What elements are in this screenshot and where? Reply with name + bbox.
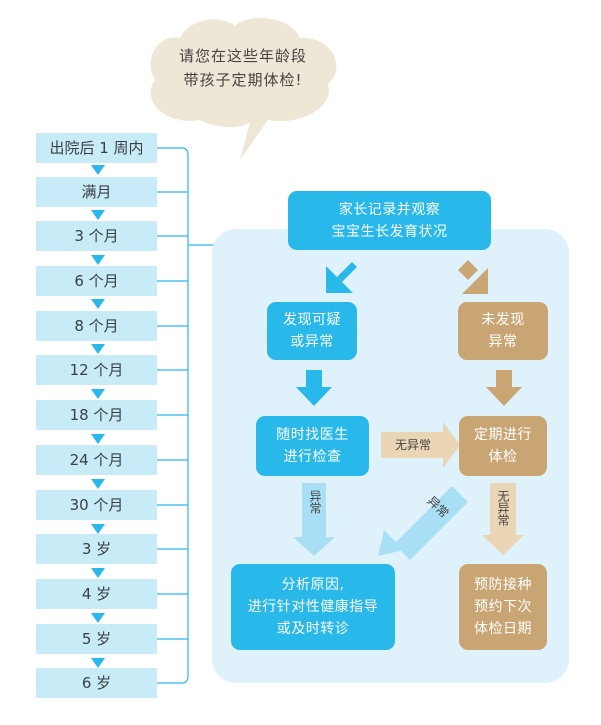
suspect-line-2: 或异常	[290, 334, 334, 350]
age-box-18m: 18 个月	[36, 400, 157, 430]
arrow-suspect-to-doctor	[296, 370, 332, 406]
age-box-6y: 6 岁	[36, 668, 157, 698]
timeline-arrows	[91, 165, 105, 668]
observe-line-2: 宝宝生长发育状况	[331, 223, 448, 240]
arrow-regular-to-analyze	[378, 486, 468, 560]
label-abnormal-vertical: 异常	[306, 490, 322, 519]
speech-bubble-text: 请您在这些年龄段 带孩子定期体检!	[168, 44, 318, 92]
vaccinate-line-3: 体检日期	[474, 621, 532, 637]
label-no-abnormal-vertical: 无异常	[494, 490, 512, 530]
age-box-24m: 24 个月	[36, 445, 157, 475]
age-box-6m: 6 个月	[36, 266, 157, 296]
timeline-arrow	[91, 389, 105, 399]
not-found-line-1: 未发现	[481, 312, 525, 328]
observe-line-1: 家长记录并观察	[338, 201, 441, 218]
arrow-notfound-to-regular	[486, 370, 522, 406]
analyze-line-2: 进行针对性健康指导	[247, 599, 379, 615]
analyze-line-3: 或及时转诊	[276, 621, 350, 637]
age-box-8m: 8 个月	[36, 311, 157, 341]
label-abnormal-vertical-text: 异常	[308, 490, 322, 514]
timeline-arrow	[91, 568, 105, 578]
observe-growth-box: 家长记录并观察 宝宝生长发育状况	[288, 191, 491, 250]
see-doctor-line-2: 进行检查	[283, 449, 342, 465]
arrow-doctor-to-regular	[381, 422, 460, 468]
bubble-line-2: 带孩子定期体检!	[183, 71, 303, 89]
see-doctor-box: 随时找医生 进行检查	[256, 416, 369, 476]
age-box-3m: 3 个月	[36, 221, 157, 251]
age-box-30m: 30 个月	[36, 490, 157, 520]
age-box-1w: 出院后 1 周内	[36, 133, 157, 163]
bracket-lines	[157, 147, 215, 684]
vaccinate-line-2: 预约下次	[474, 599, 532, 615]
age-box-12m: 12 个月	[36, 355, 157, 385]
not-found-box: 未发现 异常	[458, 302, 548, 360]
timeline-arrow	[91, 210, 105, 220]
label-no-abnormal-horizontal: 无异常	[394, 438, 431, 452]
suspect-abnormal-box: 发现可疑 或异常	[267, 302, 357, 360]
timeline-arrow	[91, 613, 105, 623]
timeline-arrow	[91, 479, 105, 489]
age-box-1m: 满月	[36, 177, 157, 207]
timeline-arrow	[91, 434, 105, 444]
speech-bubble	[150, 17, 337, 161]
timeline-arrow	[91, 255, 105, 265]
arrow-regular-to-vaccinate	[482, 483, 524, 555]
timeline-arrow	[91, 165, 105, 175]
suspect-line-1: 发现可疑	[283, 312, 341, 328]
not-found-line-2: 异常	[488, 334, 518, 350]
analyze-line-1: 分析原因,	[281, 577, 345, 593]
timeline-arrow	[91, 524, 105, 534]
timeline-arrow	[91, 299, 105, 309]
vaccinate-line-1: 预防接种	[474, 577, 532, 593]
arrow-to-suspect	[326, 262, 357, 293]
age-box-5y: 5 岁	[36, 624, 157, 654]
age-box-3y: 3 岁	[36, 534, 157, 564]
timeline-arrow	[91, 658, 105, 668]
timeline-arrow	[91, 344, 105, 354]
arrow-doctor-to-analyze	[293, 483, 335, 556]
vaccinate-schedule-box: 预防接种 预约下次 体检日期	[459, 564, 547, 650]
regular-check-line-1: 定期进行	[474, 427, 532, 443]
analyze-guidance-box: 分析原因, 进行针对性健康指导 或及时转诊	[231, 564, 395, 650]
bubble-line-1: 请您在这些年龄段	[178, 47, 307, 65]
label-no-abnormal-vertical-text: 无异常	[496, 490, 510, 526]
arrow-to-not-found	[458, 260, 488, 294]
regular-check-box: 定期进行 体检	[459, 416, 547, 476]
see-doctor-line-1: 随时找医生	[276, 427, 349, 443]
age-box-4y: 4 岁	[36, 579, 157, 609]
regular-check-line-2: 体检	[488, 449, 518, 465]
